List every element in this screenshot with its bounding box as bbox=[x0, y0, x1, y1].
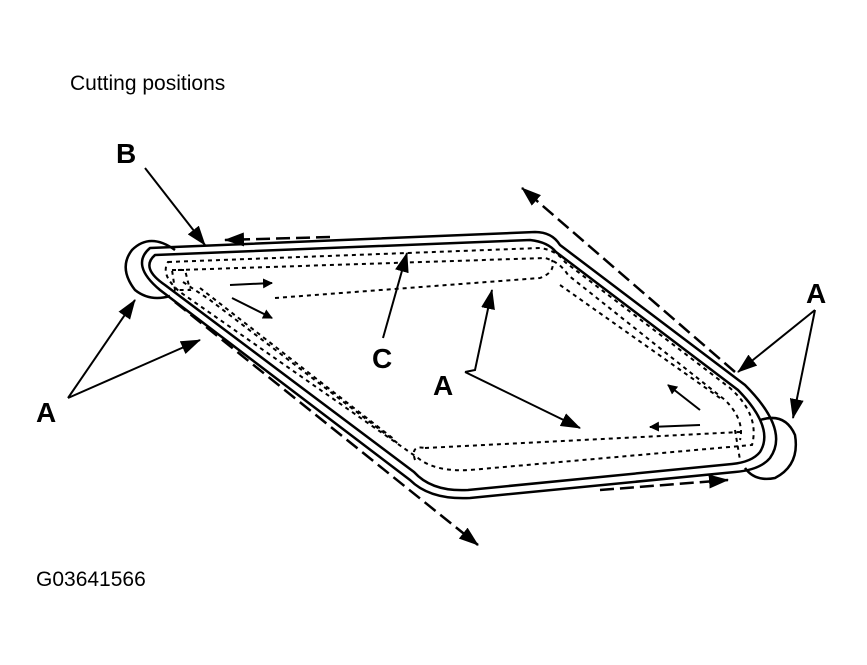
callout-a-center: A bbox=[433, 370, 453, 401]
leader-a-left-2 bbox=[67, 339, 201, 399]
corner-cap-left bbox=[124, 239, 176, 300]
callout-a-right: A bbox=[806, 278, 826, 309]
leader-a-center-1 bbox=[464, 289, 495, 373]
arrow-inner-right-lower bbox=[649, 421, 701, 432]
cutting-lines-dotted bbox=[164, 246, 755, 472]
cut-direction-arrows bbox=[174, 187, 736, 546]
arrow-inner-left-lower bbox=[231, 297, 273, 319]
inner-arrows bbox=[229, 278, 701, 432]
callout-b: B bbox=[116, 138, 136, 169]
diagram-title: Cutting positions bbox=[70, 72, 226, 95]
seal-outer-outline bbox=[140, 230, 778, 500]
arrow-top-edge bbox=[224, 232, 331, 247]
leader-a-right-1 bbox=[737, 309, 816, 373]
leader-c bbox=[382, 252, 409, 339]
leader-a-center-2 bbox=[464, 371, 581, 429]
callout-leaders bbox=[67, 167, 816, 429]
arrow-bottom-edge bbox=[599, 474, 729, 492]
figure-id: G03641566 bbox=[36, 568, 146, 591]
leader-a-left-1 bbox=[67, 299, 136, 399]
corner-cap-right bbox=[743, 416, 798, 481]
leader-b bbox=[144, 167, 206, 246]
arrow-lower-left-edge bbox=[174, 301, 479, 546]
arrow-inner-left-upper bbox=[229, 278, 273, 289]
callout-a-left: A bbox=[36, 397, 56, 428]
callout-c: C bbox=[372, 343, 392, 374]
arrow-inner-right-upper bbox=[667, 384, 701, 411]
leader-a-right-2 bbox=[789, 309, 816, 419]
arrow-upper-right-edge bbox=[521, 187, 736, 373]
